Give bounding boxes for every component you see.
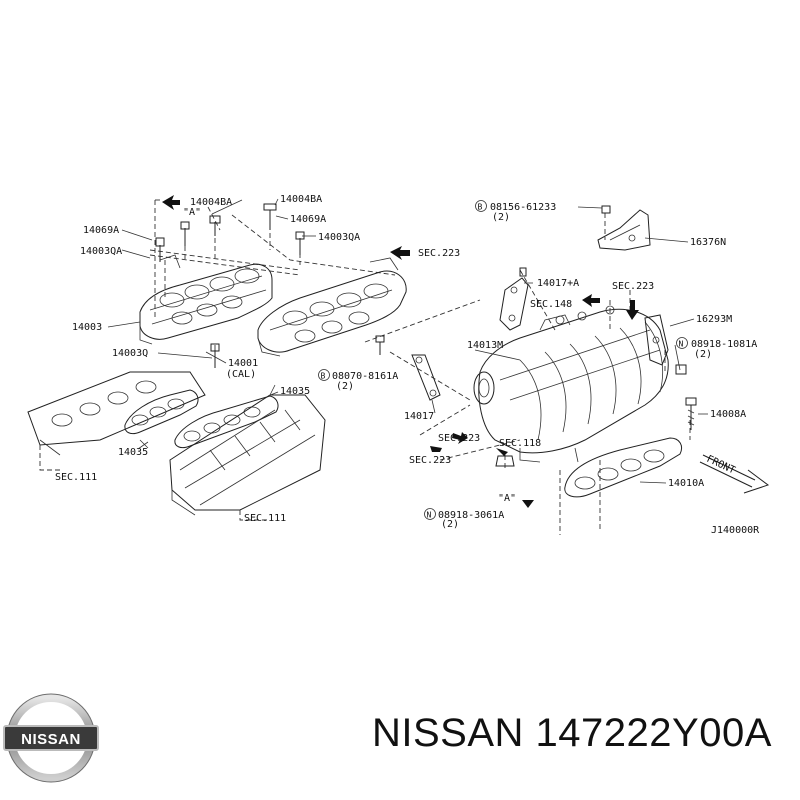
front-arrow [699,454,770,494]
upper-runner-assembly [257,246,410,357]
label-sec111-b: SEC.111 [244,513,286,524]
gasket-14010a [564,437,683,498]
circle-n-08918-1081a: N [679,340,684,349]
label-16376n: 16376N [690,237,726,248]
label-14004ba-a: 14004BA [190,197,232,208]
label-sec223-r: SEC.223 [612,281,654,292]
label-14017: 14017 [404,411,434,422]
label-14004ba-b: 14004BA [280,194,322,205]
label-14001: 14001 [228,358,258,369]
circle-b-08070: B [321,372,326,381]
label-14013m: 14013M [467,340,503,351]
label-ref-a-top: "A" [183,207,201,218]
label-sec148: SEC.148 [530,299,572,310]
logo-text: NISSAN [21,731,81,748]
label-front: FRONT [705,454,737,477]
section-arrows [430,294,639,508]
part-labels: 14004BA 14004BA 14069A 14069A 14003QA 14… [55,194,760,536]
label-14003qa-b: 14003QA [318,232,360,243]
nut-08918-3061a [495,455,515,467]
label-08156-61233: 08156-61233 [490,202,556,213]
intake-manifold-main [364,213,691,535]
label-16293m: 16293M [696,314,732,325]
label-14003q: 14003Q [112,348,148,359]
label-14035-b: 14035 [118,447,148,458]
left-runner-assembly [139,195,396,368]
label-14017a: 14017+A [537,278,579,289]
label-14003qa-a: 14003QA [80,246,122,257]
circle-b-08156: B [478,203,483,212]
bracket-16376n [597,205,651,251]
label-08918-3061a-qty: (2) [441,519,459,530]
label-14069a-a: 14069A [83,225,119,236]
cylinder-head-assembly [27,371,326,521]
label-14003: 14003 [72,322,102,333]
label-14008a: 14008A [710,409,746,420]
label-08918-1081a: 08918-1081A [691,339,757,350]
leader-lines [107,198,708,484]
label-08918-1081a-qty: (2) [694,349,712,360]
label-ref-a-bottom: "A" [498,493,516,504]
label-14001-cal: (CAL) [226,369,256,380]
label-diagram-code: J140000R [711,525,760,536]
bracket-16293m [644,314,669,366]
label-sec223-l2: SEC.223 [409,455,451,466]
nissan-logo: NISSAN [3,693,99,783]
bolt-14008a [675,364,697,430]
label-08156-qty: (2) [492,212,510,223]
label-sec111-a: SEC.111 [55,472,97,483]
label-sec223-l: SEC.223 [438,433,480,444]
label-sec118: SEC.118 [499,438,541,449]
label-sec223-top: SEC.223 [418,248,460,259]
label-14010a: 14010A [668,478,704,489]
label-14069a-b: 14069A [290,214,326,225]
label-14035-a: 14035 [280,386,310,397]
label-08070-qty: (2) [336,381,354,392]
label-08918-3061a: 08918-3061A [438,510,504,521]
bracket-14017a [499,267,529,331]
brand-part-number: NISSAN 147222Y00A [372,711,772,755]
circle-n-08918-3061a: N [427,511,432,520]
label-08070-8161a: 08070-8161A [332,371,398,382]
bracket-14017 [375,335,441,401]
